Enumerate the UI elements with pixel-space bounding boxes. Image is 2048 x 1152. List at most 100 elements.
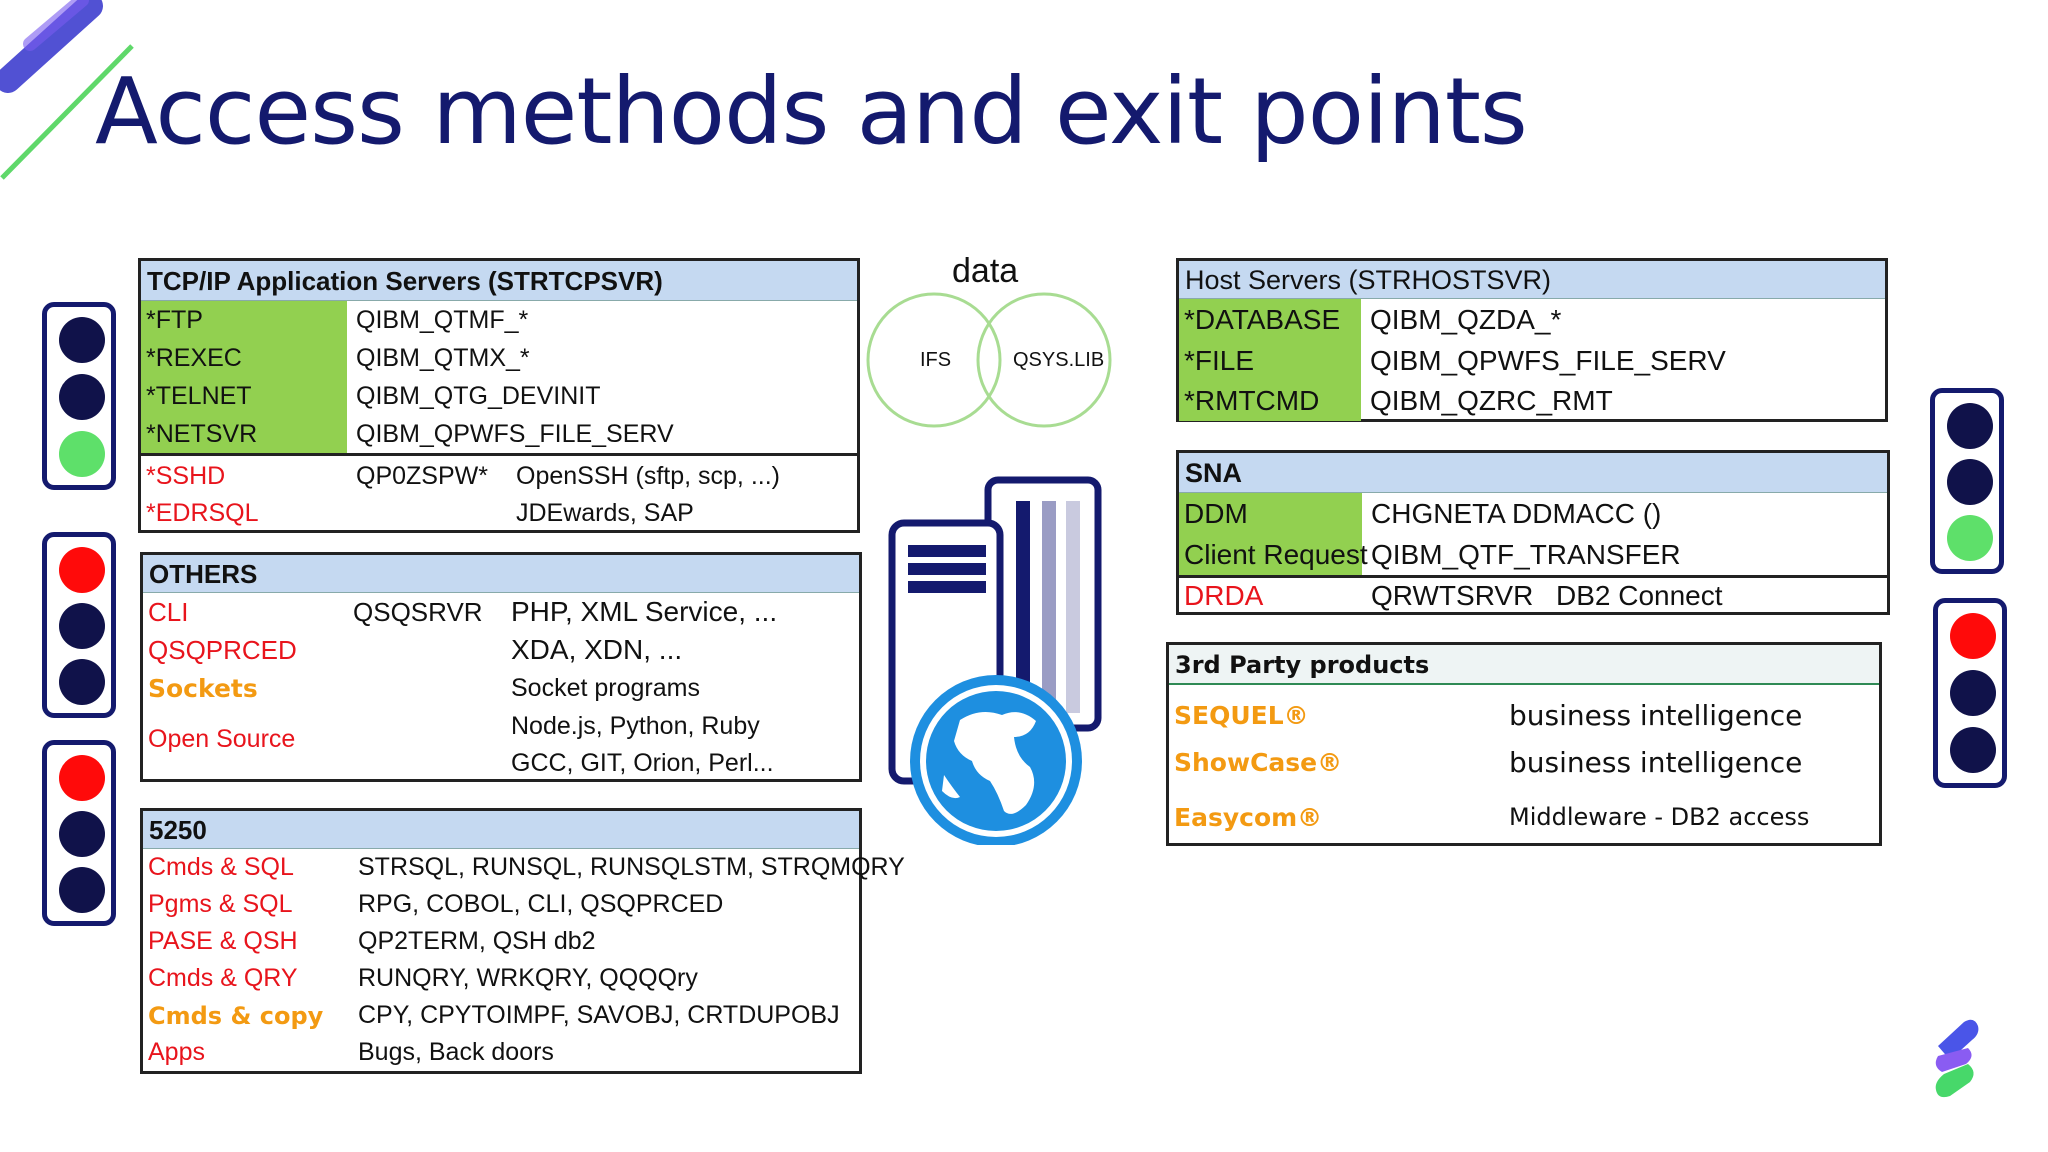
table-row: Cmds & QRY RUNQRY, WRKQRY, QQQQry (143, 960, 859, 997)
exit-point: QP0ZSPW* (356, 461, 488, 490)
venn-left-label: IFS (920, 349, 952, 371)
server-name: *FTP (141, 301, 347, 339)
exit-point: CHGNETA DDMACC () (1371, 497, 1662, 529)
table-row: *FTP QIBM_QTMF_* (141, 301, 857, 339)
light-top (59, 755, 105, 801)
table-row: ShowCase® business intelligence (1169, 740, 1879, 784)
access-name: Sockets (148, 673, 258, 703)
table-row: Cmds & copy CPY, CPYTOIMPF, SAVOBJ, CRTD… (143, 997, 859, 1034)
light-middle (59, 603, 105, 649)
protocol-name: DRDA (1184, 580, 1264, 611)
traffic-light-right-1 (1930, 388, 2004, 574)
description: business intelligence (1509, 698, 1803, 732)
exit-point: QIBM_QTMX_* (356, 343, 530, 372)
table-row: Pgms & SQL RPG, COBOL, CLI, QSQPRCED (143, 886, 859, 923)
page-title: Access methods and exit points (95, 58, 1528, 165)
others-panel: OTHERS CLI QSQSRVR PHP, XML Service, ...… (140, 552, 862, 782)
sna-header: SNA (1179, 453, 1887, 493)
access-name: Apps (148, 1038, 205, 1066)
server-name: *FILE (1179, 340, 1361, 381)
description: STRSQL, RUNSQL, RUNSQLSTM, STRQMQRY (358, 853, 905, 881)
traffic-light-left-1 (42, 302, 116, 490)
description: Socket programs (511, 673, 700, 702)
light-middle (59, 811, 105, 857)
corner-decoration (0, 0, 134, 180)
table-row: GCC, GIT, Orion, Perl... (143, 745, 859, 781)
light-top (1950, 613, 1996, 659)
exit-point: QIBM_QTF_TRANSFER (1371, 538, 1681, 570)
table-row: Cmds & SQL STRSQL, RUNSQL, RUNSQLSTM, ST… (143, 849, 905, 886)
access-name: Cmds & QRY (148, 964, 298, 992)
exit-point: QIBM_QZRC_RMT (1370, 385, 1613, 416)
t5250-panel: 5250 Cmds & SQL STRSQL, RUNSQL, RUNSQLST… (140, 808, 905, 1074)
exit-point: QSQSRVR (353, 596, 483, 627)
light-top (1947, 403, 1993, 449)
server-name: *TELNET (141, 377, 347, 415)
access-name: CLI (148, 596, 189, 627)
description: RUNQRY, WRKQRY, QQQQry (358, 964, 698, 992)
tcpip-header: TCP/IP Application Servers (STRTCPSVR) (141, 261, 857, 301)
table-row: QSQPRCED XDA, XDN, ... (143, 631, 859, 669)
light-bottom (1947, 515, 1993, 561)
table-row: DRDA QRWTSRVR DB2 Connect (1179, 578, 1887, 614)
sna-panel: SNA DDM CHGNETA DDMACC () Client Request… (1176, 450, 1890, 615)
table-row: *RMTCMD QIBM_QZRC_RMT (1179, 381, 1885, 421)
table-row: DDM CHGNETA DDMACC () (1179, 493, 1887, 534)
light-bottom (1950, 727, 1996, 773)
server-name: *EDRSQL (146, 498, 259, 527)
table-row: *TELNET QIBM_QTG_DEVINIT (141, 377, 857, 415)
host-header: Host Servers (STRHOSTSVR) (1179, 261, 1885, 299)
host-panel: Host Servers (STRHOSTSVR) *DATABASE QIBM… (1176, 258, 1888, 422)
t5250-header: 5250 (143, 811, 859, 849)
table-row: Client Request QIBM_QTF_TRANSFER (1179, 534, 1887, 575)
venn-diagram (866, 292, 1112, 428)
open-source-label: Open Source (148, 725, 296, 753)
table-row: *FILE QIBM_QPWFS_FILE_SERV (1179, 340, 1885, 381)
third-party-header: 3rd Party products (1169, 645, 1879, 685)
access-name: Cmds & SQL (148, 853, 294, 881)
description: Node.js, Python, Ruby (511, 711, 760, 740)
light-middle (59, 374, 105, 420)
exit-point: QIBM_QPWFS_FILE_SERV (1370, 344, 1726, 376)
divider (1179, 575, 1887, 578)
table-row: Sockets Socket programs (143, 669, 859, 707)
table-row: Easycom® Middleware - DB2 access (1169, 795, 1879, 839)
divider (141, 453, 857, 456)
description: Bugs, Back doors (358, 1038, 554, 1066)
table-row: CLI QSQSRVR PHP, XML Service, ... (143, 593, 859, 631)
exit-point: QIBM_QTG_DEVINIT (356, 381, 601, 410)
venn-right-label: QSYS.LIB (1013, 349, 1105, 371)
description: OpenSSH (sftp, scp, ...) (516, 461, 780, 490)
table-row: PASE & QSH QP2TERM, QSH db2 (143, 923, 859, 960)
light-middle (1947, 459, 1993, 505)
server-name: *REXEC (141, 339, 347, 377)
server-name: *DATABASE (1179, 299, 1361, 340)
table-row: SEQUEL® business intelligence (1169, 693, 1879, 737)
table-row: *SSHD QP0ZSPW* OpenSSH (sftp, scp, ...) (141, 457, 857, 495)
description: DB2 Connect (1556, 580, 1723, 611)
access-name: PASE & QSH (148, 927, 298, 955)
third-party-panel: 3rd Party products SEQUEL® business inte… (1166, 642, 1882, 846)
light-top (59, 317, 105, 363)
tcpip-panel: TCP/IP Application Servers (STRTCPSVR) *… (138, 258, 860, 533)
description: CPY, CPYTOIMPF, SAVOBJ, CRTDUPOBJ (358, 1001, 840, 1029)
protocol-name: DDM (1179, 493, 1362, 534)
others-header: OTHERS (143, 555, 859, 593)
description: JDEwards, SAP (516, 498, 694, 527)
access-name: QSQPRCED (148, 634, 297, 665)
server-globe-icon (888, 476, 1102, 845)
product-name: SEQUEL® (1174, 700, 1309, 730)
traffic-light-right-2 (1933, 598, 2007, 788)
description: PHP, XML Service, ... (511, 596, 778, 627)
exit-point: QRWTSRVR (1371, 580, 1534, 611)
access-name: Cmds & copy (148, 1001, 324, 1030)
description: XDA, XDN, ... (511, 634, 683, 665)
table-row: Apps Bugs, Back doors (143, 1034, 859, 1071)
brand-logo-icon (1935, 1019, 1979, 1098)
description: RPG, COBOL, CLI, QSQPRCED (358, 890, 724, 918)
traffic-light-left-3 (42, 740, 116, 926)
access-name: Pgms & SQL (148, 890, 293, 918)
description: QP2TERM, QSH db2 (358, 927, 596, 955)
server-name: *NETSVR (141, 415, 347, 453)
light-top (59, 547, 105, 593)
